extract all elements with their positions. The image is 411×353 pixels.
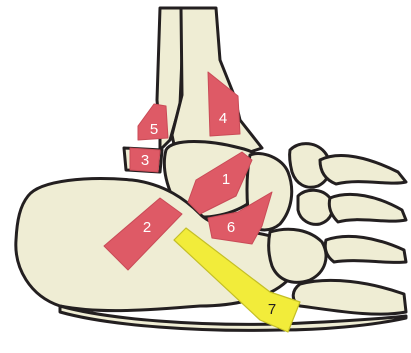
label-3: 3 bbox=[141, 152, 149, 169]
label-5: 5 bbox=[150, 121, 158, 138]
cuboid bbox=[269, 229, 326, 282]
metatarsal-3 bbox=[325, 236, 406, 262]
label-7: 7 bbox=[268, 301, 276, 318]
label-4: 4 bbox=[219, 110, 227, 127]
label-2: 2 bbox=[143, 219, 151, 236]
metatarsal-2 bbox=[329, 194, 406, 222]
metatarsal-5 bbox=[293, 280, 406, 314]
label-6: 6 bbox=[227, 219, 235, 236]
label-1: 1 bbox=[222, 171, 230, 188]
cuneiform-2 bbox=[298, 190, 333, 224]
metatarsal-1 bbox=[320, 156, 406, 184]
